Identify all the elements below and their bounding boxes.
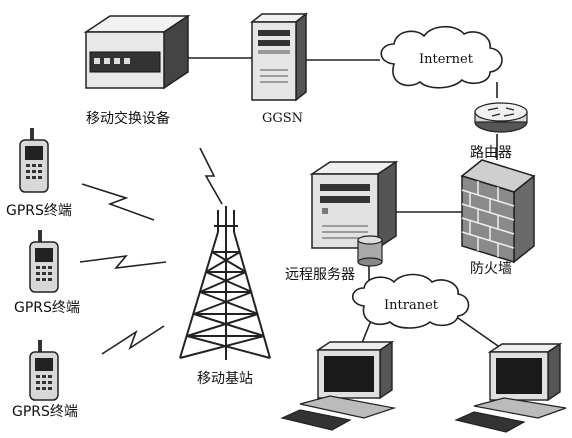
base-station-tower bbox=[179, 206, 271, 360]
label-remote-server: 远程服务器 bbox=[285, 267, 355, 283]
label-switch: 移动交换设备 bbox=[86, 111, 170, 127]
remote-server bbox=[309, 160, 399, 250]
database-cylinder bbox=[357, 235, 383, 267]
firewall-wall bbox=[460, 159, 536, 264]
label-router: 路由器 bbox=[470, 145, 512, 161]
internet-cloud bbox=[380, 25, 503, 89]
ggsn-server bbox=[249, 12, 309, 102]
line-intranet-pc-right bbox=[457, 317, 499, 347]
pc-left bbox=[280, 340, 397, 431]
pc-right bbox=[454, 342, 567, 433]
wireless-signals bbox=[79, 147, 223, 355]
router-device bbox=[474, 102, 528, 133]
label-base-station: 移动基站 bbox=[197, 371, 253, 387]
intranet-cloud bbox=[351, 273, 470, 329]
phone-1 bbox=[19, 128, 49, 193]
switch-device bbox=[83, 14, 191, 90]
signal-terminal-2 bbox=[79, 254, 167, 270]
signal-terminal-3 bbox=[101, 325, 165, 355]
label-terminal-2: GPRS终端 bbox=[14, 300, 80, 316]
label-terminal-3: GPRS终端 bbox=[12, 404, 78, 420]
label-terminal-1: GPRS终端 bbox=[6, 203, 72, 219]
signal-tower-to-switch bbox=[199, 147, 223, 205]
signal-terminal-1 bbox=[81, 183, 155, 221]
label-ggsn: GGSN bbox=[262, 111, 304, 126]
label-intranet: Intranet bbox=[384, 298, 438, 313]
phone-3 bbox=[29, 340, 59, 401]
label-internet: Internet bbox=[419, 52, 473, 67]
phone-2 bbox=[29, 230, 59, 293]
label-firewall: 防火墙 bbox=[470, 261, 512, 277]
